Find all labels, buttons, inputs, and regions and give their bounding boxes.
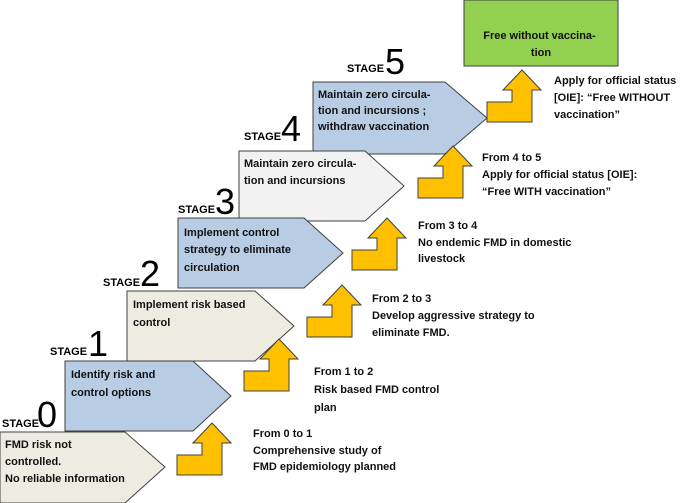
transition-arrow-1-to-2 bbox=[243, 338, 300, 392]
transition-3-line-2: No endemic FMD in domestic bbox=[418, 237, 571, 249]
stage-4-line-1: Maintain zero circula- bbox=[244, 158, 357, 170]
stage-1-line-1: Identify risk and bbox=[71, 369, 155, 381]
stage-5-line-1: Maintain zero circula- bbox=[318, 89, 431, 101]
transition-arrow-4-to-5 bbox=[417, 145, 474, 199]
stage-3-line-1: Implement control bbox=[184, 227, 279, 239]
transition-1-line-2: Risk based FMD control bbox=[314, 384, 439, 396]
transition-3-line-1: From 3 to 4 bbox=[418, 220, 478, 232]
transition-4-to-5-text: From 4 to 5 Apply for official status [O… bbox=[482, 152, 640, 198]
stage-5-line-2: tion and incursions ; bbox=[318, 105, 426, 117]
transition-arrow-5-to-goal bbox=[486, 69, 543, 123]
stage-0-number: 0 bbox=[37, 394, 57, 435]
stage-4-text: Maintain zero circula- tion and incursio… bbox=[244, 158, 360, 187]
transition-1-to-2-text: From 1 to 2 Risk based FMD control plan bbox=[314, 366, 442, 414]
stage-3-label: STAGE 3 bbox=[178, 181, 235, 222]
stage-3-line-3: circulation bbox=[184, 262, 240, 274]
stage-1-box: Identify risk and control options bbox=[64, 360, 232, 432]
goal-line-2: tion bbox=[531, 47, 551, 59]
stage-3-box: Implement control strategy to eliminate … bbox=[177, 217, 344, 289]
goal-box: Free without vaccina- tion bbox=[463, 0, 619, 67]
stage-5-text: Maintain zero circula- tion and incursio… bbox=[317, 89, 434, 133]
transition-arrow-0-to-1 bbox=[176, 422, 233, 476]
transition-5-line-1: Apply for official status bbox=[554, 75, 676, 87]
transition-0-line-1: From 0 to 1 bbox=[253, 428, 312, 440]
transition-arrow-3-to-4 bbox=[351, 217, 408, 271]
transition-2-line-1: From 2 to 3 bbox=[372, 293, 431, 305]
stage-4-number: 4 bbox=[281, 108, 301, 149]
stage-3-text: Implement control strategy to eliminate … bbox=[184, 227, 294, 274]
stage-3-number: 3 bbox=[215, 181, 235, 222]
stage-2-word: STAGE bbox=[103, 277, 140, 289]
stage-4-line-2: tion and incursions bbox=[244, 175, 345, 187]
stage-5-number: 5 bbox=[385, 41, 405, 82]
stage-5-line-3: withdraw vaccination bbox=[317, 121, 430, 133]
stage-5-label: STAGE 5 bbox=[347, 41, 405, 82]
stage-2-text: Implement risk based control bbox=[133, 299, 249, 329]
stage-3-line-2: strategy to eliminate bbox=[184, 244, 291, 256]
transition-5-to-goal-text: Apply for official status [OIE]: “Free W… bbox=[554, 75, 679, 121]
stage-0-box: FMD risk not controlled. No reliable inf… bbox=[0, 431, 166, 503]
stage-0-line-1: FMD risk not bbox=[5, 439, 72, 451]
transition-0-line-2: Comprehensive study of bbox=[253, 445, 382, 457]
stage-0-line-3: No reliable information bbox=[5, 473, 125, 485]
stage-1-word: STAGE bbox=[50, 346, 87, 358]
transition-3-to-4-text: From 3 to 4 No endemic FMD in domestic l… bbox=[418, 220, 574, 265]
transition-2-line-3: eliminate FMD. bbox=[372, 327, 450, 339]
stage-0-word: STAGE bbox=[2, 418, 39, 430]
transition-1-line-3: plan bbox=[314, 402, 337, 414]
transition-4-line-2: Apply for official status [OIE]: bbox=[482, 169, 637, 181]
transition-2-line-2: Develop aggressive strategy to bbox=[372, 310, 535, 322]
stage-1-label: STAGE 1 bbox=[50, 323, 108, 364]
transition-4-line-3: “Free WITH vaccination” bbox=[482, 186, 611, 198]
stage-4-label: STAGE 4 bbox=[244, 108, 301, 149]
stage-2-line-2: control bbox=[133, 317, 170, 329]
stage-2-line-1: Implement risk based bbox=[133, 299, 246, 311]
stage-4-box: Maintain zero circula- tion and incursio… bbox=[238, 150, 405, 222]
stage-0-text: FMD risk not controlled. No reliable inf… bbox=[5, 439, 125, 485]
goal-line-1: Free without vaccina- bbox=[483, 30, 596, 42]
transition-4-line-1: From 4 to 5 bbox=[482, 152, 541, 164]
stage-5-word: STAGE bbox=[347, 63, 384, 75]
stage-0-label: STAGE 0 bbox=[2, 394, 57, 435]
transition-5-line-2: [OIE]: “Free WITHOUT bbox=[554, 92, 670, 104]
stage-1-text: Identify risk and control options bbox=[71, 369, 158, 399]
transition-arrow-2-to-3 bbox=[306, 284, 363, 338]
stage-5-box: Maintain zero circula- tion and incursio… bbox=[312, 81, 488, 155]
goal-text: Free without vaccina- tion bbox=[483, 30, 599, 59]
stage-1-number: 1 bbox=[88, 323, 108, 364]
stage-2-box: Implement risk based control bbox=[126, 290, 295, 362]
stage-2-number: 2 bbox=[140, 253, 160, 294]
stage-0-line-2: controlled. bbox=[5, 456, 61, 468]
stage-3-word: STAGE bbox=[178, 204, 215, 216]
transition-1-line-1: From 1 to 2 bbox=[314, 366, 373, 378]
transition-0-to-1-text: From 0 to 1 Comprehensive study of FMD e… bbox=[253, 428, 396, 473]
transition-0-line-3: FMD epidemiology planned bbox=[253, 461, 396, 473]
transition-3-line-3: livestock bbox=[418, 253, 466, 265]
transition-5-line-3: vaccination” bbox=[554, 109, 620, 121]
stage-1-line-2: control options bbox=[71, 387, 151, 399]
transition-2-to-3-text: From 2 to 3 Develop aggressive strategy … bbox=[372, 293, 538, 339]
stage-2-label: STAGE 2 bbox=[103, 253, 160, 294]
stage-4-word: STAGE bbox=[244, 131, 281, 143]
